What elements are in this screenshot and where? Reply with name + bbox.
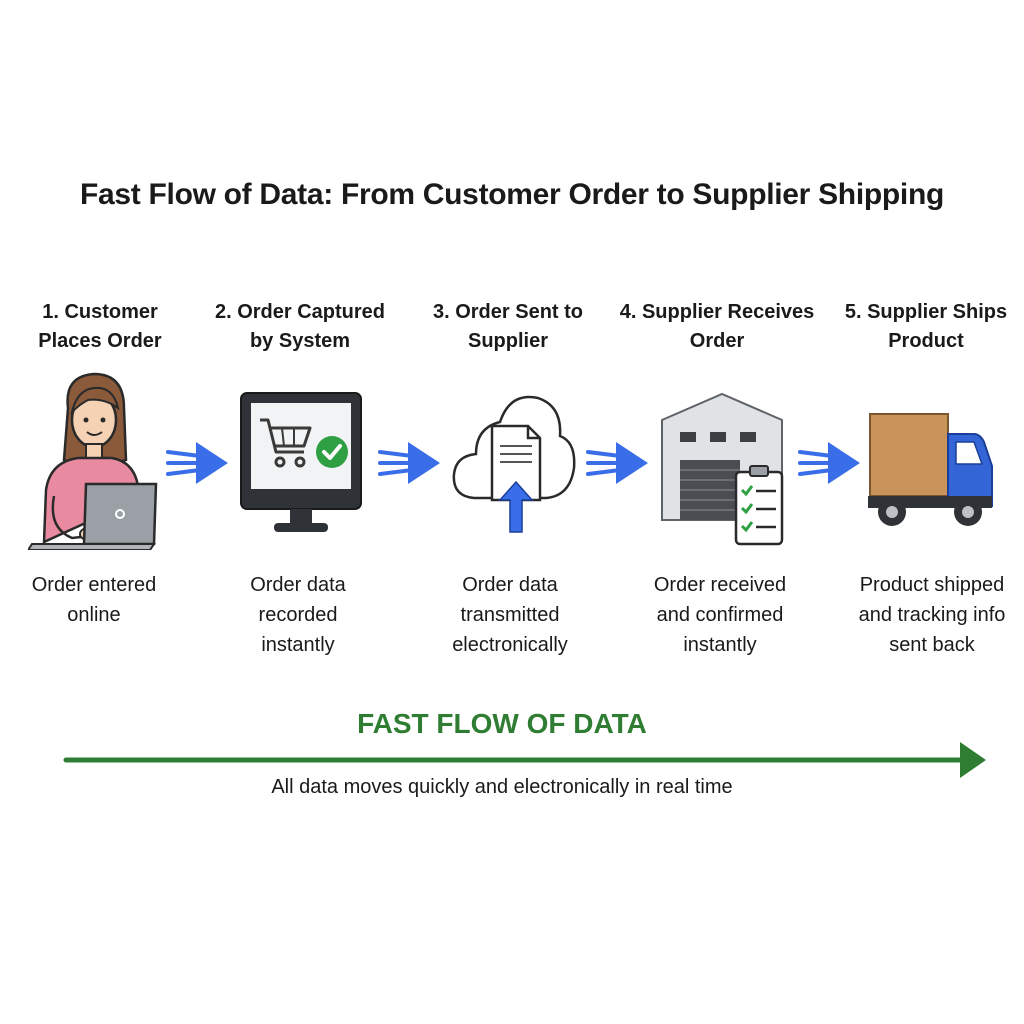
step-2-title: 2. Order Captured by System: [200, 298, 400, 356]
customer-laptop-icon: [28, 372, 158, 550]
flow-arrow-1-icon: [166, 442, 228, 484]
step-3-desc: Order data transmitted electronically: [410, 570, 610, 660]
step-5-title: 5. Supplier Ships Product: [826, 298, 1024, 356]
shopping-cart-icon: [260, 418, 312, 468]
diagram-title: Fast Flow of Data: From Customer Order t…: [79, 178, 944, 211]
check-circle-icon: [316, 436, 348, 468]
flow-arrow-2-icon: [378, 442, 440, 484]
flow-arrow-4-icon: [798, 442, 860, 484]
step-4-desc: Order received and confirmed instantly: [620, 570, 820, 660]
step-3-title: 3. Order Sent to Supplier: [408, 298, 608, 356]
step-2-desc-line2: recorded: [258, 604, 338, 626]
step-2-title-line1: 2. Order Captured: [214, 301, 386, 323]
upload-arrow-icon: [498, 480, 534, 533]
step-4-title: 4. Supplier Receives Order: [617, 298, 817, 356]
timeline-arrow-icon: [63, 742, 986, 778]
computer-cart-check-icon: [240, 392, 362, 532]
step-1-title: 1. Customer Places Order: [0, 298, 200, 356]
step-5-title-line1: 5. Supplier Ships: [844, 301, 1008, 323]
step-4-title-line1: 4. Supplier Receives: [619, 301, 815, 323]
step-4-desc-line3: instantly: [683, 634, 757, 656]
step-2-desc-line1: Order data: [250, 574, 346, 596]
step-3-title-line2: Supplier: [467, 330, 548, 352]
step-5-desc-line2: and tracking info: [858, 604, 1006, 626]
step-3-title-line1: 3. Order Sent to: [432, 301, 584, 323]
step-4-title-line2: Order: [689, 330, 745, 352]
step-5-desc: Product shipped and tracking info sent b…: [832, 570, 1024, 660]
step-1-desc-line1: Order entered: [31, 574, 157, 596]
delivery-truck-icon: [868, 413, 993, 526]
step-3-desc-line3: electronically: [452, 634, 568, 656]
warehouse-clipboard-icon: [661, 392, 784, 546]
step-4-desc-line1: Order received: [653, 574, 787, 596]
flow-arrow-3-icon: [586, 442, 648, 484]
flow-caption: All data moves quickly and electronicall…: [271, 776, 733, 798]
step-1-title-line1: 1. Customer: [42, 301, 158, 323]
step-1-desc: Order entered online: [0, 570, 194, 630]
step-4-desc-line2: and confirmed: [656, 604, 784, 626]
step-5-title-line2: Product: [888, 330, 964, 352]
fast-flow-label: FAST FLOW OF DATA: [357, 708, 647, 739]
step-3-desc-line2: transmitted: [460, 604, 560, 626]
step-1-title-line2: Places Order: [38, 330, 162, 352]
step-2-title-line2: by System: [249, 330, 351, 352]
step-5-desc-line3: sent back: [889, 634, 975, 656]
clipboard-checklist-icon: [734, 465, 784, 546]
step-3-desc-line1: Order data: [462, 574, 558, 596]
step-2-desc: Order data recorded instantly: [198, 570, 398, 660]
cloud-document-upload-icon: [452, 395, 576, 533]
step-1-desc-line2: online: [67, 604, 121, 626]
step-2-desc-line3: instantly: [261, 634, 335, 656]
step-5-desc-line1: Product shipped: [859, 574, 1005, 596]
